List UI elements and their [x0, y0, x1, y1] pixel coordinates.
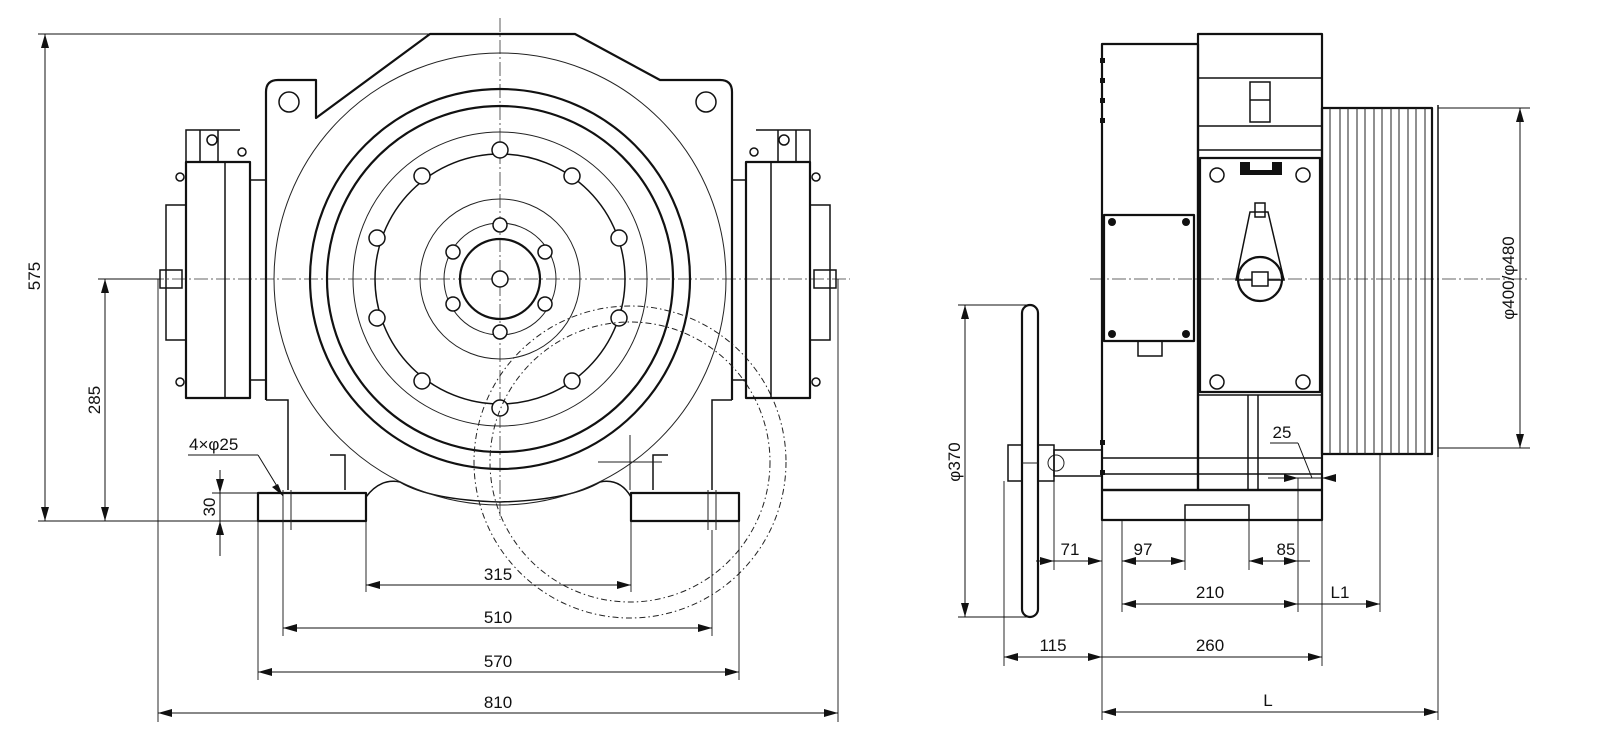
dim-115-label: 115 [1039, 636, 1066, 655]
base-feet [256, 480, 741, 530]
dim-575-label: 575 [25, 262, 44, 290]
side-view: φ400/φ480 φ370 25 71 97 85 210 L1 115 26… [945, 32, 1530, 720]
alternate-sheave-outline [473, 305, 787, 619]
motor-housing [264, 32, 734, 490]
side-dimension-lines [958, 107, 1530, 720]
outer-bolt-circle [368, 141, 628, 417]
rotor-circles [273, 52, 727, 506]
dim-570-label: 570 [484, 652, 512, 671]
front-view: 575 285 30 4×φ25 315 510 570 810 [25, 18, 850, 722]
front-dimension-lines [38, 33, 839, 722]
dim-260-label: 260 [1196, 636, 1224, 655]
dim-25-label: 25 [1273, 423, 1292, 442]
manual-handwheel [1007, 303, 1055, 619]
side-base [1047, 395, 1324, 522]
dim-L1-label: L1 [1331, 583, 1350, 602]
dim-285-label: 285 [85, 386, 104, 414]
dim-handwheel-diameter-label: φ370 [945, 442, 964, 481]
dim-71-label: 71 [1061, 540, 1080, 559]
dim-97-label: 97 [1134, 540, 1153, 559]
dim-510-label: 510 [484, 608, 512, 627]
encoder-plate [1198, 156, 1322, 394]
hole-note-label: 4×φ25 [189, 435, 238, 454]
right-brake [732, 129, 837, 400]
dim-30-label: 30 [200, 498, 219, 517]
dim-85-label: 85 [1277, 540, 1296, 559]
inner-bolt-circle [445, 217, 553, 340]
dim-315-label: 315 [484, 565, 512, 584]
dim-810-label: 810 [484, 693, 512, 712]
left-brake [159, 129, 266, 400]
dim-sheave-diameter-label: φ400/φ480 [1499, 236, 1518, 320]
dim-L-label: L [1263, 691, 1272, 710]
side-brake-plate [1102, 213, 1196, 357]
side-housing [1100, 32, 1324, 492]
traction-sheave [1320, 105, 1439, 457]
dim-210-label: 210 [1196, 583, 1224, 602]
